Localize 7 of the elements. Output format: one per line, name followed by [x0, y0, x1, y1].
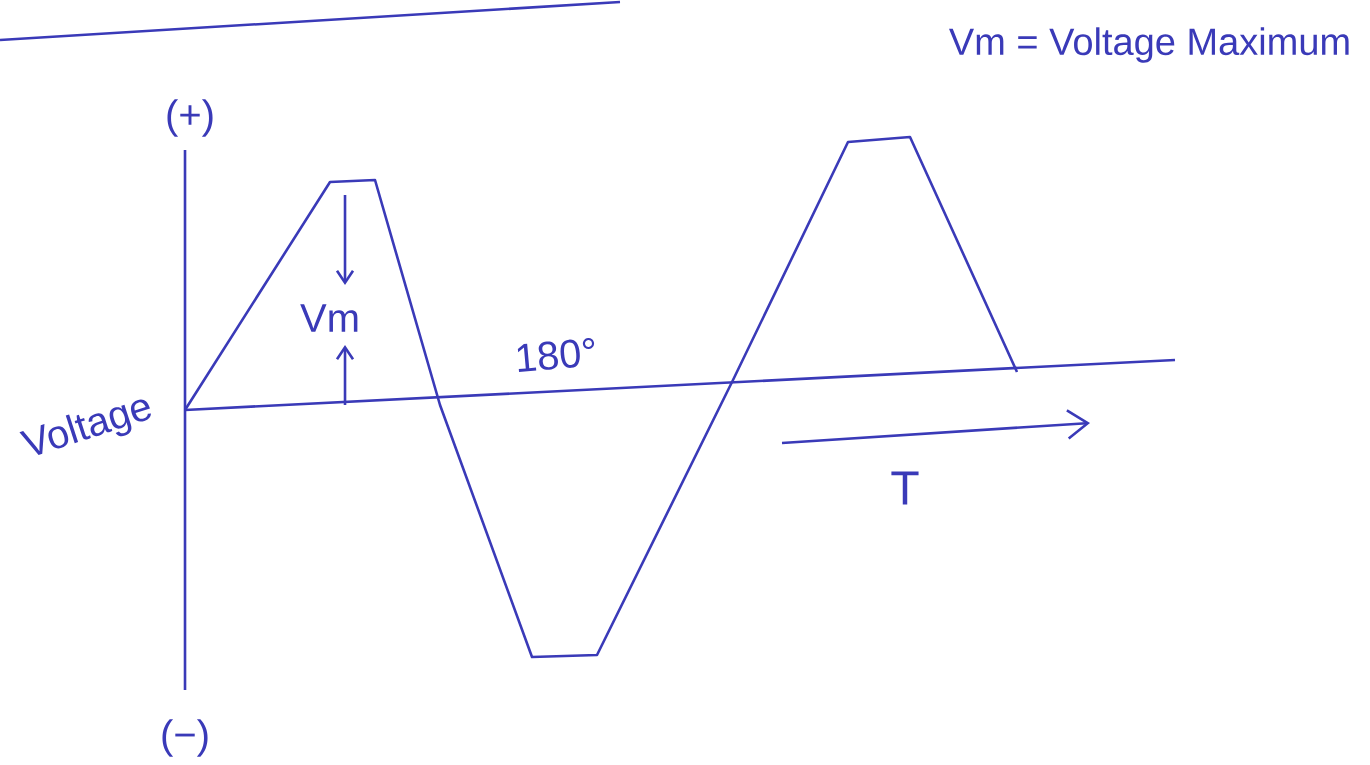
axis-label: T — [891, 471, 919, 505]
angle-label: 180° — [517, 337, 595, 373]
legend-note: Vm = Voltage Maximum — [949, 27, 1349, 63]
axis-label: (−) — [162, 719, 208, 757]
axis-label: (+) — [167, 99, 213, 137]
axis-label: Voltage — [19, 399, 151, 455]
dimension-label: Vm — [300, 304, 358, 332]
